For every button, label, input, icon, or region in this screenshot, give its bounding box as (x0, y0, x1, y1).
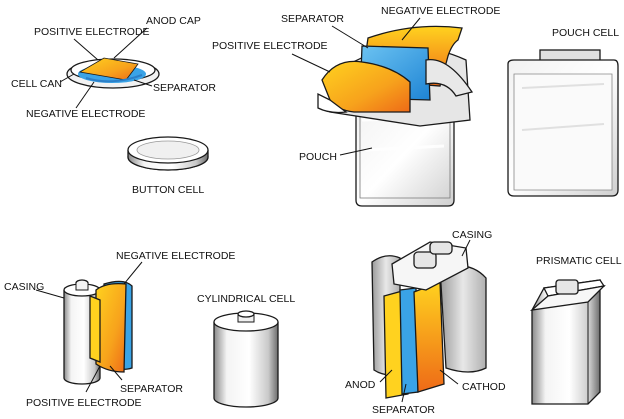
leader-cell-can (59, 73, 75, 83)
leader-positive-electrode-button (73, 38, 99, 61)
leader-separator-button (133, 79, 153, 87)
coin-cell-exploded (66, 57, 160, 89)
leader-anod (379, 369, 393, 383)
leader-separator-pouch (331, 25, 369, 49)
leader-negative-electrode-button (75, 81, 95, 109)
label-negative-electrode-pouch: NEGATIVE ELECTRODE (381, 5, 500, 17)
label-anod-cap: ANOD CAP (146, 15, 201, 27)
label-separator-button: SEPARATOR (153, 82, 216, 94)
label-positive-electrode-button: POSITIVE ELECTRODE (34, 26, 150, 38)
cylinder-cell-exploded (63, 279, 133, 385)
leader-casing-cyl (35, 289, 65, 299)
label-separator-pouch: SEPARATOR (281, 13, 344, 25)
leader-anod-cap (113, 27, 148, 59)
prismatic-cell-exploded (371, 241, 487, 399)
label-button-cell: BUTTON CELL (132, 184, 204, 196)
label-separator-cyl: SEPARATOR (120, 383, 183, 395)
button-cell-icon (127, 136, 209, 171)
cylindrical-cell-icon (213, 310, 279, 408)
leader-separator-prismatic (401, 383, 407, 403)
leader-positive-electrode-cyl (85, 365, 101, 393)
label-anod: ANOD (345, 379, 376, 391)
pouch-cell-icon (507, 49, 619, 197)
label-casing-cyl: CASING (4, 281, 44, 293)
label-cylindrical-cell: CYLINDRICAL CELL (197, 293, 295, 305)
label-casing-prismatic: CASING (452, 229, 492, 241)
label-negative-electrode-button: NEGATIVE ELECTRODE (26, 108, 145, 120)
label-cell-can: CELL CAN (11, 78, 62, 90)
label-positive-electrode-cyl: POSITIVE ELECTRODE (26, 397, 142, 409)
leader-separator-cyl (109, 365, 123, 381)
leader-pouch (339, 147, 373, 156)
leader-casing-prismatic (461, 239, 471, 257)
label-cathod: CATHOD (462, 381, 506, 393)
leader-cathod (439, 369, 459, 385)
label-separator-prismatic: SEPARATOR (372, 404, 435, 416)
label-positive-electrode-pouch: POSITIVE ELECTRODE (212, 40, 328, 52)
prismatic-cell-icon (529, 279, 606, 405)
label-prismatic-cell: PRISMATIC CELL (536, 255, 622, 267)
leader-negative-electrode-pouch (401, 17, 421, 41)
label-negative-electrode-cyl: NEGATIVE ELECTRODE (116, 250, 235, 262)
leader-positive-electrode-pouch (291, 53, 331, 73)
label-pouch: POUCH (299, 151, 337, 163)
leader-negative-electrode-cyl (123, 261, 143, 285)
pouch-cell-exploded (317, 25, 474, 207)
label-pouch-cell: POUCH CELL (552, 27, 619, 39)
